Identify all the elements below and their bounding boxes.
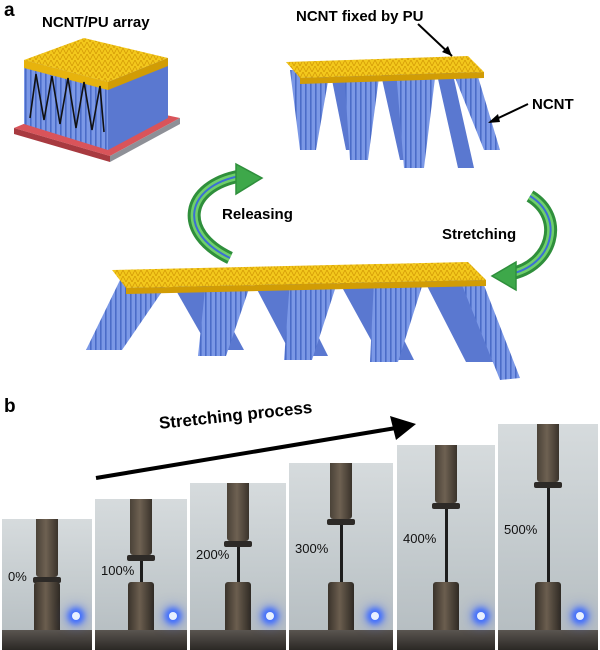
stretching-green-arrow	[490, 190, 558, 292]
led-indicator	[266, 612, 274, 620]
stretching-process-arrow	[95, 416, 416, 480]
stretch-photo-100: 100%	[95, 499, 187, 650]
stretch-photo-300: 300%	[289, 463, 393, 650]
ncnt-pu-array-label: NCNT/PU array	[42, 14, 150, 31]
pu-strip-top	[286, 56, 484, 78]
led-indicator	[477, 612, 485, 620]
strain-label: 400%	[403, 531, 437, 546]
stretch-photo-400: 400%	[397, 445, 495, 650]
strain-label: 300%	[295, 541, 329, 556]
releasing-green-arrow	[187, 162, 264, 264]
pu-strip-bottom	[112, 262, 486, 288]
strain-label: 0%	[8, 569, 27, 584]
panel-b-letter: b	[4, 396, 16, 417]
led-indicator	[576, 612, 584, 620]
stretched-structure-illustration	[86, 262, 520, 380]
led-indicator	[72, 612, 80, 620]
led-indicator	[169, 612, 177, 620]
panel-a-letter: a	[4, 0, 15, 21]
releasing-label: Releasing	[222, 206, 293, 223]
strain-label: 200%	[196, 547, 230, 562]
panel-a-illustration	[14, 23, 558, 380]
zigzag-line	[29, 73, 105, 133]
ncnt-label: NCNT	[532, 96, 574, 113]
led-indicator	[371, 612, 379, 620]
array-block-illustration	[14, 38, 180, 162]
stretch-photo-200: 200%	[190, 483, 286, 650]
pu-top-layer	[24, 38, 168, 82]
strain-label: 100%	[101, 563, 135, 578]
ncnt-fixed-by-pu-label: NCNT fixed by PU	[296, 8, 424, 25]
stretch-photo-500: 500%	[498, 424, 598, 650]
stretch-photo-0: 0%	[2, 519, 92, 650]
fixed-structure-illustration	[286, 56, 500, 168]
strain-label: 500%	[504, 522, 538, 537]
stretching-label: Stretching	[442, 226, 517, 243]
